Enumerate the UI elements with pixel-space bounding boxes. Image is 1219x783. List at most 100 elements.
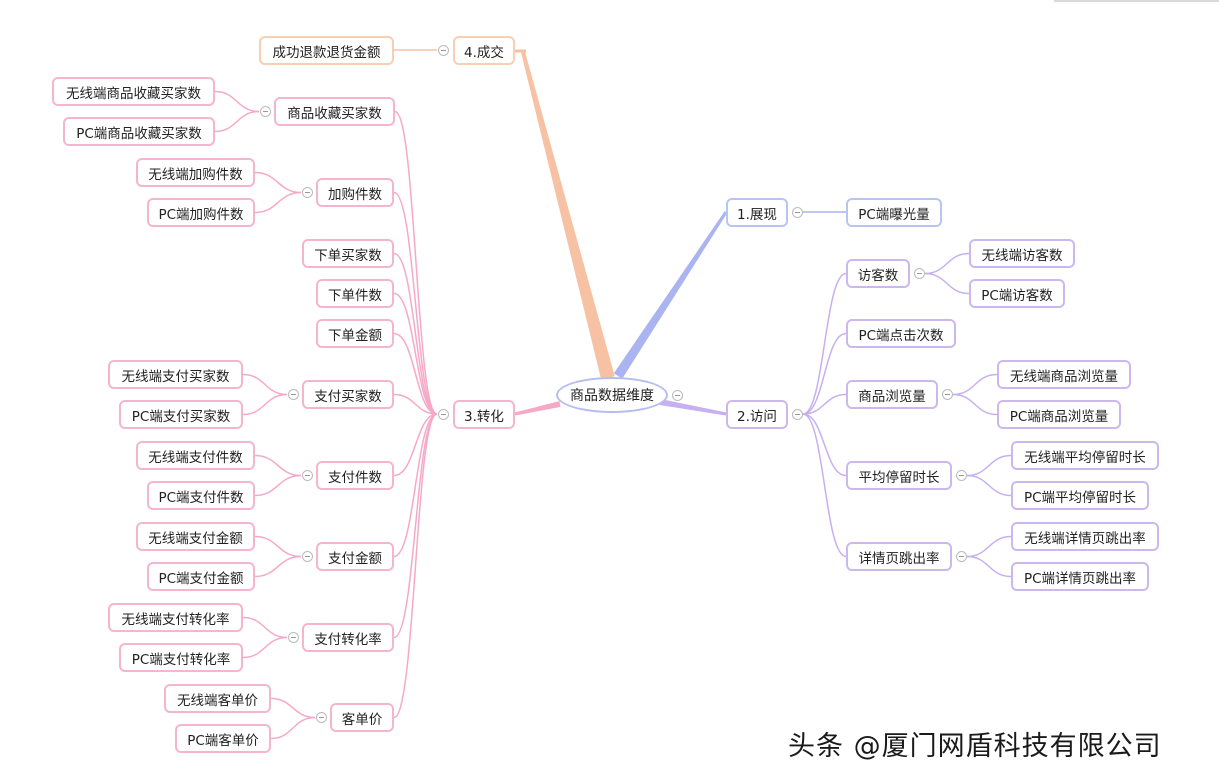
visit-group-0[interactable]: 访客数 [846,259,910,288]
conversion-group-2[interactable]: 下单买家数 [302,239,394,268]
connector-conversion-leaf-7-1 [254,555,302,578]
visit-leaf-3-0[interactable]: 无线端平均停留时长 [1011,441,1159,470]
conversion-leaf-8-0[interactable]: 无线端支付转化率 [108,603,243,632]
toggle-conversion-group-6[interactable] [301,470,313,481]
toggle-visit[interactable] [791,408,803,420]
conversion-leaf-7-0[interactable]: 无线端支付金额 [136,522,255,551]
connector-conversion-leaf-5-1 [242,393,288,416]
visit-group-3[interactable]: 平均停留时长 [846,461,952,490]
conversion-group-3[interactable]: 下单件数 [316,279,394,308]
connector-root-conversion [514,401,561,416]
watermark: 头条 @厦门网盾科技有限公司 [788,731,1162,762]
connector-conversion-leaf-5-0 [242,373,288,396]
conversion-leaf-1-1[interactable]: PC端加购件数 [147,198,255,227]
conversion-group-0[interactable]: 商品收藏买家数 [274,97,395,126]
connector-visit-group-2 [802,393,847,415]
visit-group-2[interactable]: 商品浏览量 [846,380,938,409]
conversion-group-7[interactable]: 支付金额 [316,542,394,571]
connector-root-visit [659,399,727,416]
root-node[interactable]: 商品数据维度 [556,377,668,413]
connector-conversion-leaf-1-1 [254,191,302,214]
conversion-leaf-6-1[interactable]: PC端支付件数 [147,481,255,510]
visit-leaf-3-1[interactable]: PC端平均停留时长 [1011,481,1149,510]
toggle-conversion-group-5[interactable] [287,389,299,400]
conversion-leaf-5-0[interactable]: 无线端支付买家数 [108,360,243,389]
connector-conversion-leaf-0-0 [214,90,260,113]
toggle-transaction[interactable] [437,44,449,56]
connector-visit-leaf-2-0 [952,373,998,396]
leaf-pc-exposure[interactable]: PC端曝光量 [846,198,942,227]
connector-conversion-leaf-1-0 [254,171,302,194]
leaf-refund-amount[interactable]: 成功退款退货金额 [259,36,394,65]
toggle-conversion-group-1[interactable] [301,187,313,198]
conversion-leaf-1-0[interactable]: 无线端加购件数 [136,158,255,187]
connector-visit-leaf-0-0 [924,252,970,275]
toggle-visit-group-2[interactable] [941,389,953,400]
visit-leaf-0-0[interactable]: 无线端访客数 [969,239,1075,268]
connector-conversion-group-9 [393,413,438,719]
branch-conversion[interactable]: 3.转化 [453,400,515,429]
connector-visit-leaf-2-1 [952,393,998,416]
visit-leaf-4-1[interactable]: PC端详情页跳出率 [1011,562,1149,591]
conversion-group-1[interactable]: 加购件数 [316,178,394,207]
connector-visit-leaf-4-1 [966,555,1012,578]
visit-leaf-4-0[interactable]: 无线端详情页跳出率 [1011,522,1159,551]
connector-conversion-group-3 [393,292,438,415]
conversion-leaf-7-1[interactable]: PC端支付金额 [147,562,255,591]
connector-root-exposure [613,211,728,379]
toggle-conversion-group-7[interactable] [301,551,313,562]
branch-visit[interactable]: 2.访问 [726,400,788,429]
connector-visit-leaf-4-0 [966,535,1012,558]
branch-transaction[interactable]: 4.成交 [453,36,515,65]
toggle-visit-group-4[interactable] [955,551,967,562]
connector-conversion-group-7 [393,413,438,558]
connector-visit-group-0 [802,272,847,415]
conversion-leaf-8-1[interactable]: PC端支付转化率 [119,643,243,672]
conversion-leaf-9-0[interactable]: 无线端客单价 [164,684,271,713]
connector-visit-group-1 [802,332,847,415]
conversion-leaf-5-1[interactable]: PC端支付买家数 [119,400,243,429]
connector-visit-leaf-0-1 [924,272,970,295]
connector-conversion-group-4 [393,332,438,415]
conversion-group-6[interactable]: 支付件数 [316,461,394,490]
toggle-conversion-group-0[interactable] [259,106,271,117]
visit-leaf-0-1[interactable]: PC端访客数 [969,279,1065,308]
conversion-group-5[interactable]: 支付买家数 [302,380,394,409]
toggle-visit-group-3[interactable] [955,470,967,481]
toggle-conversion-group-9[interactable] [315,712,327,723]
visit-leaf-2-1[interactable]: PC端商品浏览量 [997,400,1121,429]
branch-exposure[interactable]: 1.展现 [726,198,788,227]
toggle-exposure[interactable] [791,206,803,218]
toggle-visit-group-0[interactable] [913,268,925,279]
connector-conversion-group-2 [393,252,438,415]
conversion-group-4[interactable]: 下单金额 [316,319,394,348]
connector-visit-leaf-3-1 [966,474,1012,497]
toggle-conversion[interactable] [437,408,449,420]
conversion-group-8[interactable]: 支付转化率 [302,623,394,652]
root-toggle[interactable] [671,389,683,401]
connector-conversion-group-0 [394,110,438,415]
conversion-leaf-6-0[interactable]: 无线端支付件数 [136,441,255,470]
connector-conversion-group-6 [393,413,438,477]
connector-conversion-leaf-9-0 [270,697,316,719]
visit-group-1[interactable]: PC端点击次数 [846,319,956,348]
connector-conversion-group-1 [393,191,438,415]
conversion-leaf-9-1[interactable]: PC端客单价 [175,724,271,753]
connector-conversion-leaf-8-1 [242,636,288,659]
connector-conversion-leaf-7-0 [254,535,302,558]
connector-visit-leaf-3-0 [966,454,1012,477]
connector-conversion-leaf-9-1 [270,716,316,740]
conversion-leaf-0-0[interactable]: 无线端商品收藏买家数 [52,77,215,106]
connector-conversion-leaf-8-0 [242,616,288,639]
visit-group-4[interactable]: 详情页跳出率 [846,542,952,571]
connector-visit-group-4 [802,413,847,558]
conversion-leaf-0-1[interactable]: PC端商品收藏买家数 [63,117,215,146]
connector-conversion-group-8 [393,413,438,639]
conversion-group-9[interactable]: 客单价 [330,703,394,732]
top-edge-bar [1054,0,1219,2]
toggle-conversion-group-8[interactable] [287,632,299,643]
connector-conversion-group-5 [393,393,438,415]
visit-leaf-2-0[interactable]: 无线端商品浏览量 [997,360,1131,389]
connector-root-transaction [521,51,615,380]
